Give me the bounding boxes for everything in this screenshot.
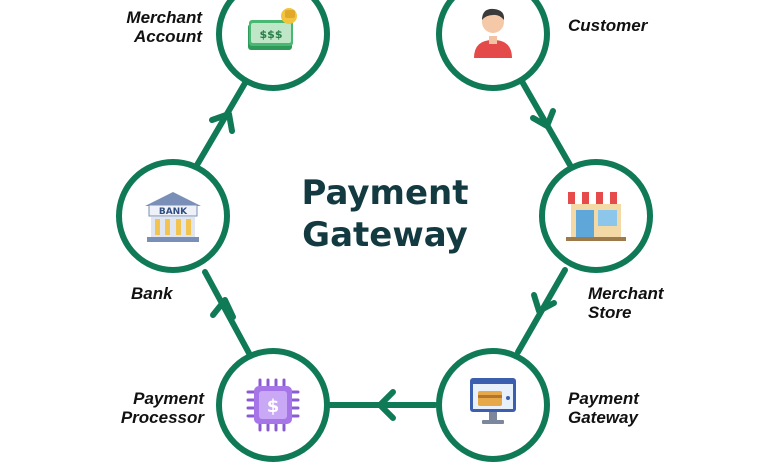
label-line: Payment	[133, 389, 204, 408]
arrowheads	[209, 108, 557, 421]
label-customer: Customer	[568, 16, 688, 35]
svg-text:$: $	[267, 396, 280, 417]
label-line: Gateway	[568, 408, 638, 427]
center-title-line2: Gateway	[302, 215, 468, 255]
storefront-icon	[566, 192, 626, 241]
label-bank: Bank	[131, 284, 211, 303]
label-line: Merchant	[126, 8, 202, 27]
bank-building-icon: BANK	[145, 192, 201, 242]
bank-sign-text: BANK	[159, 207, 188, 217]
label-line: Customer	[568, 16, 648, 35]
center-title: Payment Gateway	[255, 172, 515, 256]
arrow-up-icon	[210, 297, 236, 320]
label-merchant-account: Merchant Account	[90, 8, 202, 46]
label-payment-gateway: Payment Gateway	[568, 389, 678, 427]
label-line: Payment	[568, 389, 639, 408]
node-payment-processor: $	[216, 348, 330, 462]
svg-text:$$$: $$$	[260, 28, 283, 41]
connector-processor-to-bank	[202, 269, 253, 358]
arrow-down-icon	[531, 292, 557, 314]
label-merchant-store: Merchant Store	[588, 284, 698, 322]
label-line: Store	[588, 303, 632, 322]
label-line: Account	[134, 27, 202, 46]
arrow-up-icon	[209, 111, 235, 134]
node-customer	[436, 0, 550, 91]
node-merchant-account: $$$	[216, 0, 330, 91]
label-line: Merchant	[588, 284, 664, 303]
label-line: Processor	[120, 408, 204, 427]
node-merchant-store	[539, 159, 653, 273]
arrow-left-icon	[377, 389, 396, 421]
monitor-card-icon	[470, 378, 516, 424]
chip-dollar-icon: $	[246, 378, 300, 432]
connector-bank-to-merchant-account	[194, 75, 251, 168]
cash-stack-icon: $$$	[248, 8, 297, 50]
center-title-line1: Payment	[301, 173, 469, 213]
node-payment-gateway	[436, 348, 550, 462]
node-bank: BANK	[116, 159, 230, 273]
label-line: Bank	[131, 284, 173, 303]
label-payment-processor: Payment Processor	[92, 389, 204, 427]
arrow-down-icon	[530, 108, 556, 129]
customer-avatar-icon	[474, 8, 512, 58]
